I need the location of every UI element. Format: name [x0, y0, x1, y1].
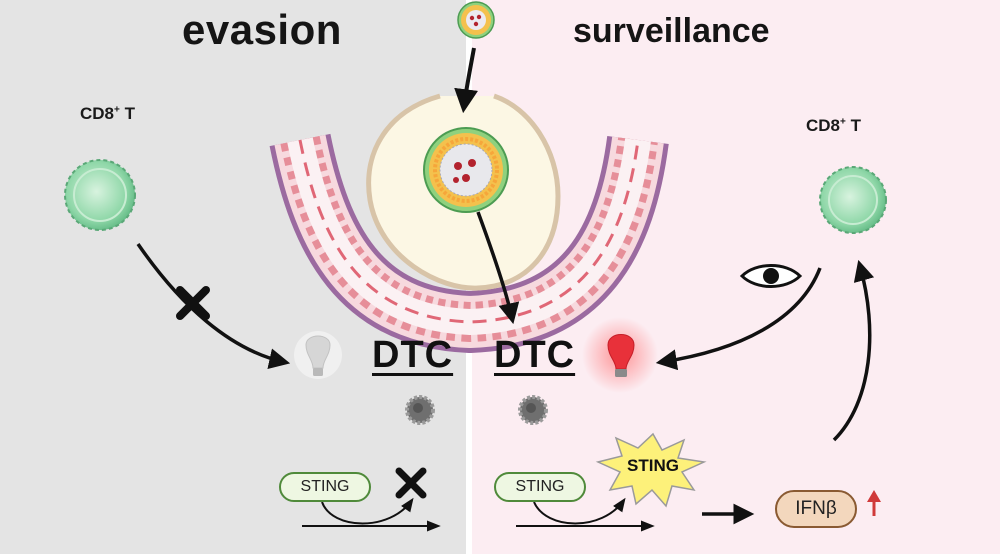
t-cell-icon: [819, 166, 887, 234]
surveillance-title: surveillance: [573, 12, 770, 50]
dtc-label-right: DTC: [494, 334, 576, 376]
cd8-label-tail: T: [845, 116, 861, 135]
sting-activated-label: STING: [627, 456, 679, 475]
arrow-tcell-to-dtc-blocked: [136, 243, 291, 370]
cd8-label-tail: T: [119, 104, 135, 123]
nanoparticle-icon: [423, 127, 509, 213]
ifn-beta-pill: IFNβ: [775, 490, 857, 528]
lightbulb-off-icon: [294, 331, 342, 379]
eye-icon: [739, 264, 803, 288]
cross-icon: [176, 286, 210, 320]
pathway-curve-right: [533, 497, 626, 525]
dtc-label-left: DTC: [372, 334, 454, 376]
lightbulb-on-icon: [582, 317, 658, 393]
sting-burst-icon: [595, 432, 707, 508]
nanoparticle-small-icon: [457, 1, 495, 39]
arrow-tcell-to-dtc: [655, 267, 822, 371]
cross-icon: [395, 467, 427, 499]
cd8-label-sup: +: [840, 116, 846, 128]
arrow-particle-to-dtc: [476, 211, 520, 325]
arrow-particle-to-vessel: [454, 47, 478, 114]
pathway-curve-left: [321, 497, 414, 525]
cd8-label-main: CD8: [80, 104, 115, 123]
cd8-t-cell-label-left: CD8+ T: [80, 104, 135, 124]
tumor-cell-icon: [518, 395, 548, 425]
tumor-cell-icon: [405, 395, 435, 425]
cd8-label-sup: +: [114, 104, 120, 116]
t-cell-icon: [64, 159, 136, 231]
arrow-ifn-to-tcell: [832, 259, 875, 442]
up-arrow-icon: [867, 490, 881, 516]
blood-vessel-icon: [269, 133, 669, 354]
evasion-title: evasion: [182, 6, 342, 53]
sting-pill-left: STING: [279, 472, 371, 502]
cd8-t-cell-label-right: CD8+ T: [806, 116, 861, 136]
sting-pill-right: STING: [494, 472, 586, 502]
cd8-label-main: CD8: [806, 116, 841, 135]
